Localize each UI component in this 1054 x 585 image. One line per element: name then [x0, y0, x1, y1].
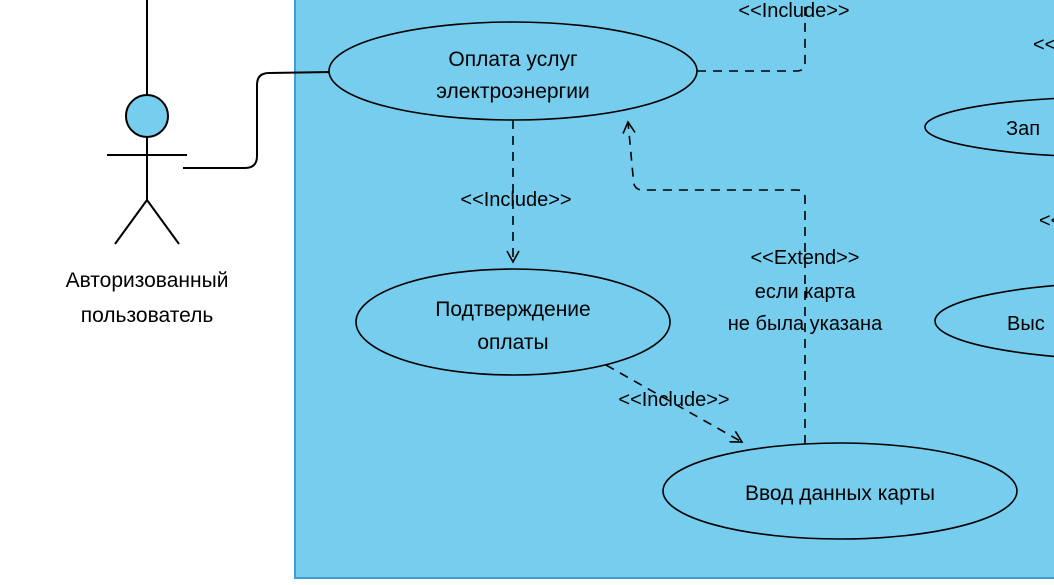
usecase-partial-top: Зап — [924, 97, 1054, 157]
partial-relation-label-right: << — [1039, 210, 1054, 232]
include-confirmation-label: <<Include>> — [460, 189, 571, 211]
actor-head — [125, 94, 169, 138]
usecase-confirmation-label-line1: Подтверждение — [435, 298, 590, 321]
actor-leg-left — [114, 199, 148, 245]
actor-authorized-user: Авторизованный пользователь — [66, 94, 229, 327]
actor-leg-right — [146, 199, 180, 245]
usecase-partial-right-label: Выс — [1007, 313, 1045, 335]
usecase-payment-label-line1: Оплата услуг — [448, 48, 578, 71]
usecase-card-entry: Ввод данных карты — [662, 442, 1018, 540]
usecase-card-entry-shape — [662, 442, 1018, 540]
usecase-payment-shape — [328, 21, 698, 121]
include-card-line — [605, 364, 744, 443]
usecase-confirmation-shape — [355, 268, 671, 376]
extend-line — [622, 120, 806, 444]
extend-label: <<Extend>> если карта не была указана — [728, 247, 883, 335]
include-card-label: <<Include>> — [618, 389, 729, 411]
partial-relation-label-top-right: << — [1033, 34, 1054, 56]
extend-label-line3: не была указана — [728, 313, 883, 335]
actor-label-line1: Авторизованный — [66, 269, 229, 292]
usecase-confirmation: Подтверждение оплаты — [355, 268, 671, 376]
usecase-partial-top-label: Зап — [1006, 118, 1040, 140]
extend-label-line1: <<Extend>> — [751, 247, 860, 269]
usecase-partial-right-shape — [934, 284, 1054, 358]
association-actor-payment — [183, 71, 333, 169]
include-top-line — [697, 0, 806, 72]
extend-label-line2: если карта — [755, 281, 856, 303]
usecase-confirmation-label-line2: оплаты — [477, 331, 548, 354]
include-top-label: <<Include>> — [738, 0, 849, 22]
usecase-card-entry-label: Ввод данных карты — [745, 482, 935, 505]
usecase-payment: Оплата услуг электроэнергии — [328, 21, 698, 121]
usecase-partial-right: Выс — [934, 284, 1054, 358]
usecase-partial-top-shape — [924, 97, 1054, 157]
actor-label-line2: пользователь — [81, 304, 214, 327]
usecase-payment-label-line2: электроэнергии — [436, 80, 589, 103]
